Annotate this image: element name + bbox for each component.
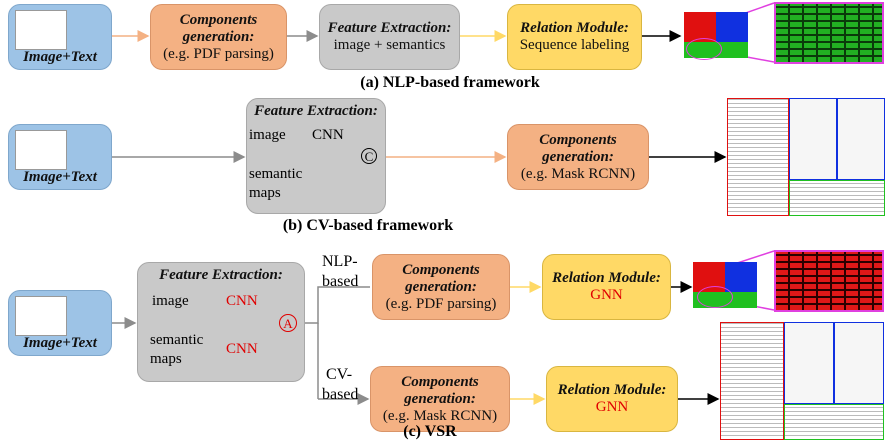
caption-b: (b) CV-based framework [282, 217, 454, 234]
relation-title: Relation Module: [557, 382, 667, 398]
feature-sub: image + semantics [333, 37, 446, 53]
input-label: Image+Text [23, 169, 97, 185]
components-box-a: Components generation: (e.g. PDF parsing… [150, 4, 287, 70]
cnn-label-bottom: CNN [226, 341, 258, 357]
segmentation-map-a [684, 12, 748, 60]
concat-operator: C [361, 148, 377, 164]
cv-branch-label: CV- [326, 366, 353, 383]
feature-title: Feature Extraction: [327, 20, 452, 36]
input-box-c: Image+Text [8, 290, 112, 356]
nlp-branch-label: NLP- [322, 253, 358, 270]
semantic-label: semantic [249, 166, 303, 182]
components-sub: (e.g. Mask RCNN) [520, 165, 636, 182]
feature-title: Feature Extraction: [159, 267, 283, 283]
nlp-branch-label-2: based [322, 273, 359, 290]
zoomed-region-a [774, 2, 884, 64]
relation-sub: GNN [590, 287, 623, 303]
maps-label: maps [249, 185, 281, 201]
relation-title: Relation Module: [552, 270, 661, 286]
relation-sub: Sequence labeling [519, 37, 630, 53]
input-label: Image+Text [23, 335, 97, 351]
caption-c: (c) VSR [403, 423, 457, 440]
feature-box-c: Feature Extraction: [137, 262, 305, 382]
detection-result-b [727, 98, 885, 216]
segmentation-map-c [693, 262, 757, 308]
input-box-b: Image+Text [8, 124, 112, 190]
components-title: Components generation: [402, 261, 480, 295]
components-sub: (e.g. PDF parsing) [163, 45, 274, 62]
relation-box-c-cv: Relation Module: GNN [546, 366, 678, 432]
components-sub: (e.g. Mask RCNN) [382, 407, 498, 424]
components-title: Components generation: [539, 131, 617, 165]
cnn-label-top: CNN [226, 293, 258, 309]
input-box-a: Image+Text [8, 4, 112, 70]
maps-label: maps [150, 351, 182, 367]
cnn-label: CNN [312, 127, 344, 143]
relation-box-a: Relation Module: Sequence labeling [507, 4, 642, 70]
relation-box-c-nlp: Relation Module: GNN [542, 254, 671, 320]
document-thumbnail [15, 10, 67, 50]
detection-result-c [720, 322, 885, 440]
components-sub: (e.g. PDF parsing) [385, 295, 497, 312]
feature-box-a: Feature Extraction: image + semantics [319, 4, 460, 70]
input-label: Image+Text [23, 49, 97, 65]
document-thumbnail [15, 296, 67, 336]
image-label: image [249, 127, 286, 143]
caption-a: (a) NLP-based framework [360, 74, 540, 91]
components-box-c-cv: Components generation: (e.g. Mask RCNN) [370, 366, 510, 432]
cv-branch-label-2: based [322, 386, 359, 403]
zoomed-region-c [774, 250, 884, 312]
components-box-b: Components generation: (e.g. Mask RCNN) [507, 124, 649, 190]
components-title: Components generation: [401, 373, 479, 407]
components-box-c-nlp: Components generation: (e.g. PDF parsing… [372, 254, 510, 320]
relation-sub: GNN [595, 399, 629, 415]
image-label: image [152, 293, 189, 309]
relation-title: Relation Module: [520, 20, 629, 36]
semantic-label: semantic [150, 332, 204, 348]
document-thumbnail [15, 130, 67, 170]
components-title: Components generation: [179, 11, 258, 45]
attention-operator: A [279, 314, 297, 332]
feature-title: Feature Extraction: [254, 103, 378, 119]
